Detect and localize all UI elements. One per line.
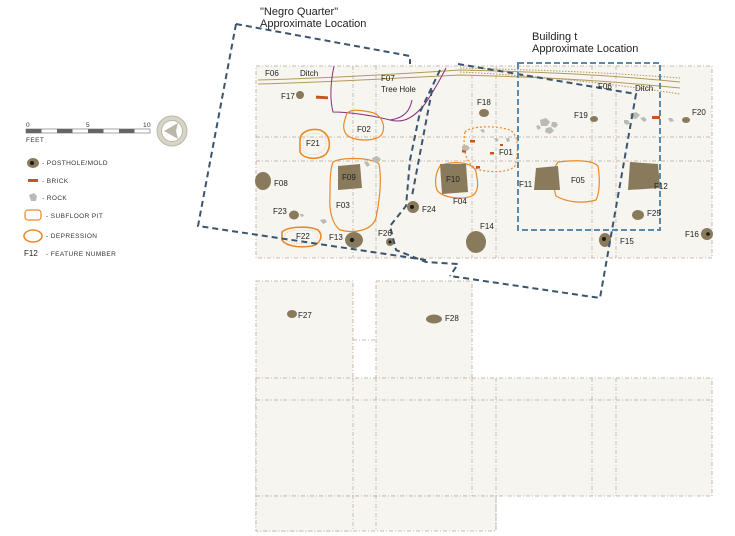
excavation-grid bbox=[255, 65, 713, 532]
label-f07: F07 bbox=[381, 74, 395, 83]
legend-item-depression: - DEPRESSION bbox=[23, 229, 97, 243]
depression-f21 bbox=[299, 128, 331, 160]
legend-item-brick: - BRICK bbox=[28, 178, 69, 185]
building-t-outline bbox=[517, 62, 661, 231]
label-f09: F09 bbox=[342, 173, 356, 182]
label-f12: F12 bbox=[654, 182, 668, 191]
feature-f11 bbox=[534, 166, 560, 190]
grid-lines bbox=[256, 66, 712, 531]
north-arrow-icon bbox=[156, 115, 188, 147]
label-f26: F26 bbox=[378, 229, 392, 238]
legend-label-subfloor-pit: - SUBFLOOR PIT bbox=[46, 213, 103, 220]
label-f16: F16 bbox=[685, 230, 699, 239]
depression-f22 bbox=[281, 226, 322, 248]
label-f01: F01 bbox=[499, 148, 513, 157]
label-f02: F02 bbox=[357, 125, 371, 134]
negro-quarter-outline bbox=[196, 23, 460, 277]
label-f23: F23 bbox=[273, 207, 287, 216]
label-f19: F19 bbox=[574, 111, 588, 120]
feature-f08 bbox=[255, 172, 271, 190]
scale-tick-10: 10 bbox=[143, 122, 151, 129]
pit-f10 bbox=[434, 162, 479, 199]
scale-bar: 0 5 10 FEET bbox=[25, 122, 151, 144]
label-f05: F05 bbox=[571, 176, 585, 185]
legend-label-brick: - BRICK bbox=[42, 178, 69, 185]
feature-f09-fill bbox=[338, 164, 362, 190]
legend-symbol-feature: F12 bbox=[24, 249, 38, 258]
negro-quarter-title-line2: Approximate Location bbox=[260, 18, 366, 30]
depression-inner bbox=[284, 133, 327, 245]
feature-f25 bbox=[632, 210, 644, 220]
label-f08: F08 bbox=[274, 179, 288, 188]
feature-f20 bbox=[682, 117, 690, 123]
feature-f12 bbox=[628, 162, 660, 190]
label-f24: F24 bbox=[422, 205, 436, 214]
label-tree-hole: Tree Hole bbox=[381, 85, 416, 94]
label-f04: F04 bbox=[453, 197, 467, 206]
legend-item-feature-number: F12 - FEATURE NUMBER bbox=[24, 249, 116, 258]
label-f03: F03 bbox=[336, 201, 350, 210]
negro-quarter-title-line1: "Negro Quarter" bbox=[260, 6, 338, 18]
label-f13: F13 bbox=[329, 233, 343, 242]
feature-f14 bbox=[466, 231, 486, 253]
depressions bbox=[281, 128, 331, 248]
pit-f01 bbox=[463, 126, 518, 173]
legend-label-posthole: - POSTHOLE/MOLD bbox=[42, 160, 108, 167]
building-t-title-line2: Approximate Location bbox=[532, 43, 638, 55]
label-f25: F25 bbox=[647, 209, 661, 218]
label-f22: F22 bbox=[296, 232, 310, 241]
legend-item-subfloor-pit: - SUBFLOOR PIT bbox=[24, 209, 103, 221]
negro-quarter-title: "Negro Quarter" Approximate Location bbox=[260, 6, 366, 30]
label-f10: F10 bbox=[446, 175, 460, 184]
legend-item-rock: - ROCK bbox=[29, 193, 67, 202]
label-f17: F17 bbox=[281, 92, 295, 101]
feature-f23 bbox=[289, 210, 299, 220]
label-f20: F20 bbox=[692, 108, 706, 117]
scale-tick-5: 5 bbox=[86, 122, 90, 129]
feature-f28 bbox=[426, 314, 442, 324]
legend-label-depression: - DEPRESSION bbox=[46, 233, 97, 240]
label-f06-west: F06 bbox=[265, 69, 279, 78]
label-f11: F11 bbox=[519, 180, 533, 189]
features bbox=[255, 91, 713, 324]
feature-f17 bbox=[296, 91, 304, 99]
label-f27: F27 bbox=[298, 311, 312, 320]
feature-f10-fill bbox=[440, 164, 468, 194]
bricks bbox=[315, 95, 660, 169]
label-f18: F18 bbox=[477, 98, 491, 107]
feature-f18 bbox=[479, 109, 489, 117]
building-t-boundary bbox=[449, 63, 638, 300]
scale-unit: FEET bbox=[26, 137, 44, 144]
feature-f19 bbox=[590, 116, 598, 122]
feature-f27 bbox=[287, 310, 297, 318]
unit-middle-lower bbox=[375, 280, 473, 379]
lower-block bbox=[255, 377, 713, 497]
legend-item-posthole: - POSTHOLE/MOLD bbox=[27, 158, 108, 168]
legend-label-rock: - ROCK bbox=[42, 195, 67, 202]
building-t-title-line1: Building t bbox=[532, 31, 577, 43]
postholes bbox=[349, 205, 710, 244]
legend: 0 5 10 FEET - POSTHOLE/MOLD - BRICK bbox=[23, 115, 188, 258]
label-f21: F21 bbox=[306, 139, 320, 148]
label-ditch-west: Ditch bbox=[300, 69, 318, 78]
pit-f02 bbox=[343, 109, 385, 141]
building-t-title: Building t Approximate Location bbox=[532, 31, 638, 55]
scale-tick-0: 0 bbox=[26, 122, 30, 129]
label-f06-east: F06 bbox=[598, 82, 612, 91]
label-f14: F14 bbox=[480, 222, 494, 231]
legend-label-feature-number: - FEATURE NUMBER bbox=[46, 251, 116, 258]
label-f28: F28 bbox=[445, 314, 459, 323]
label-f15: F15 bbox=[620, 237, 634, 246]
feature-labels: F06 Ditch F07 Tree Hole F06 Ditch F17 F1… bbox=[265, 69, 706, 323]
label-ditch-east: Ditch bbox=[635, 84, 653, 93]
